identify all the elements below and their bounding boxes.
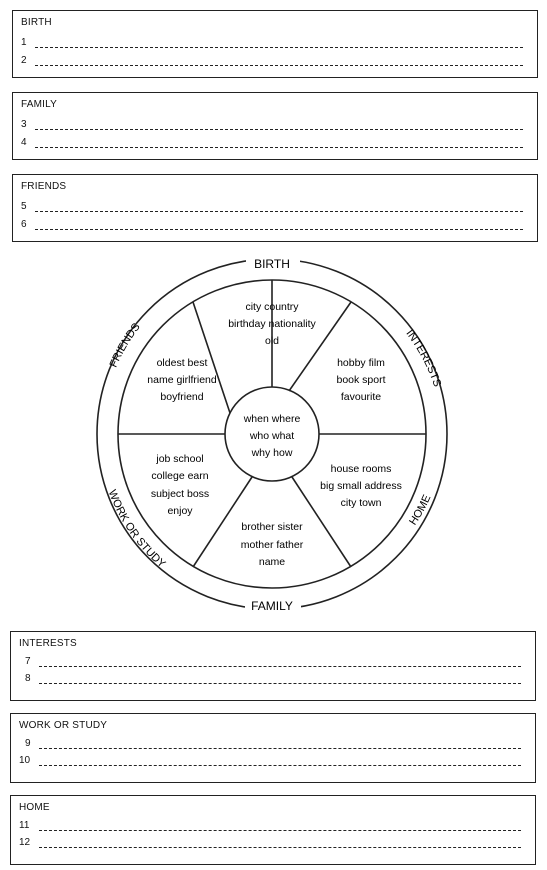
home-box: HOME 11 12 xyxy=(10,795,536,865)
box-title: BIRTH xyxy=(21,17,52,28)
birth-word-row: city country xyxy=(245,301,299,313)
line-number: 5 xyxy=(21,201,27,212)
topic-wheel: BIRTH INTERESTS HOME WORK OR STUDY FRIEN… xyxy=(96,254,448,613)
answer-line[interactable]: 11 xyxy=(19,820,521,834)
family-word-row: name xyxy=(259,556,285,568)
ring-label-friends: FRIENDS xyxy=(108,321,143,369)
work-word-row: college earn xyxy=(151,470,208,482)
friends-box: FRIENDS 5 6 xyxy=(12,174,538,242)
box-title: INTERESTS xyxy=(19,638,77,649)
friends-word-row: boyfriend xyxy=(160,391,203,403)
answer-line[interactable]: 2 xyxy=(21,55,523,69)
line-number: 9 xyxy=(25,738,31,749)
ring-label-family: FAMILY xyxy=(251,599,293,613)
center-word-row: who what xyxy=(249,430,294,442)
work-word-row: enjoy xyxy=(167,505,193,517)
ring-label-birth: BIRTH xyxy=(254,257,290,271)
answer-line[interactable]: 3 xyxy=(21,119,523,133)
answer-line[interactable]: 1 xyxy=(21,37,523,51)
box-title: HOME xyxy=(19,802,50,813)
work-or-study-box: WORK OR STUDY 9 10 xyxy=(10,713,536,783)
answer-line[interactable]: 6 xyxy=(21,219,523,233)
line-number: 12 xyxy=(19,837,31,848)
answer-line[interactable]: 8 xyxy=(19,673,521,687)
line-number: 10 xyxy=(19,755,31,766)
line-number: 3 xyxy=(21,119,27,130)
answer-line[interactable]: 10 xyxy=(19,755,521,769)
line-number: 2 xyxy=(21,55,27,66)
answer-line[interactable]: 7 xyxy=(19,656,521,670)
center-word-row: when where xyxy=(243,413,301,425)
home-word-row: city town xyxy=(341,497,382,509)
answer-line[interactable]: 12 xyxy=(19,837,521,851)
center-word-row: why how xyxy=(251,447,293,459)
line-number: 7 xyxy=(25,656,31,667)
work-word-row: subject boss xyxy=(151,488,209,500)
box-title: FAMILY xyxy=(21,99,58,110)
birth-box: BIRTH 1 2 xyxy=(12,10,538,78)
friends-word-row: oldest best xyxy=(157,357,208,369)
interests-word-row: book sport xyxy=(336,374,385,386)
line-number: 8 xyxy=(25,673,31,684)
line-number: 1 xyxy=(21,37,27,48)
home-word-row: big small address xyxy=(320,480,402,492)
answer-line[interactable]: 9 xyxy=(19,738,521,752)
birth-word-row: old xyxy=(265,335,279,347)
family-word-row: mother father xyxy=(241,539,304,551)
family-word-row: brother sister xyxy=(241,521,303,533)
box-title: WORK OR STUDY xyxy=(19,720,108,731)
family-box: FAMILY 3 4 xyxy=(12,92,538,160)
friends-word-row: name girlfriend xyxy=(147,374,217,386)
interests-box: INTERESTS 7 8 xyxy=(10,631,536,701)
work-word-row: job school xyxy=(155,453,203,465)
box-title: FRIENDS xyxy=(21,181,67,192)
home-word-row: house rooms xyxy=(331,463,392,475)
line-number: 11 xyxy=(19,820,30,831)
line-number: 6 xyxy=(21,219,27,230)
birth-word-row: birthday nationality xyxy=(228,318,316,330)
ring-label-work: WORK OR STUDY xyxy=(106,488,168,571)
ring-label-interests: INTERESTS xyxy=(403,328,443,389)
line-number: 4 xyxy=(21,137,27,148)
interests-word-row: hobby film xyxy=(337,357,385,369)
interests-word-row: favourite xyxy=(341,391,381,403)
answer-line[interactable]: 4 xyxy=(21,137,523,151)
answer-line[interactable]: 5 xyxy=(21,201,523,215)
